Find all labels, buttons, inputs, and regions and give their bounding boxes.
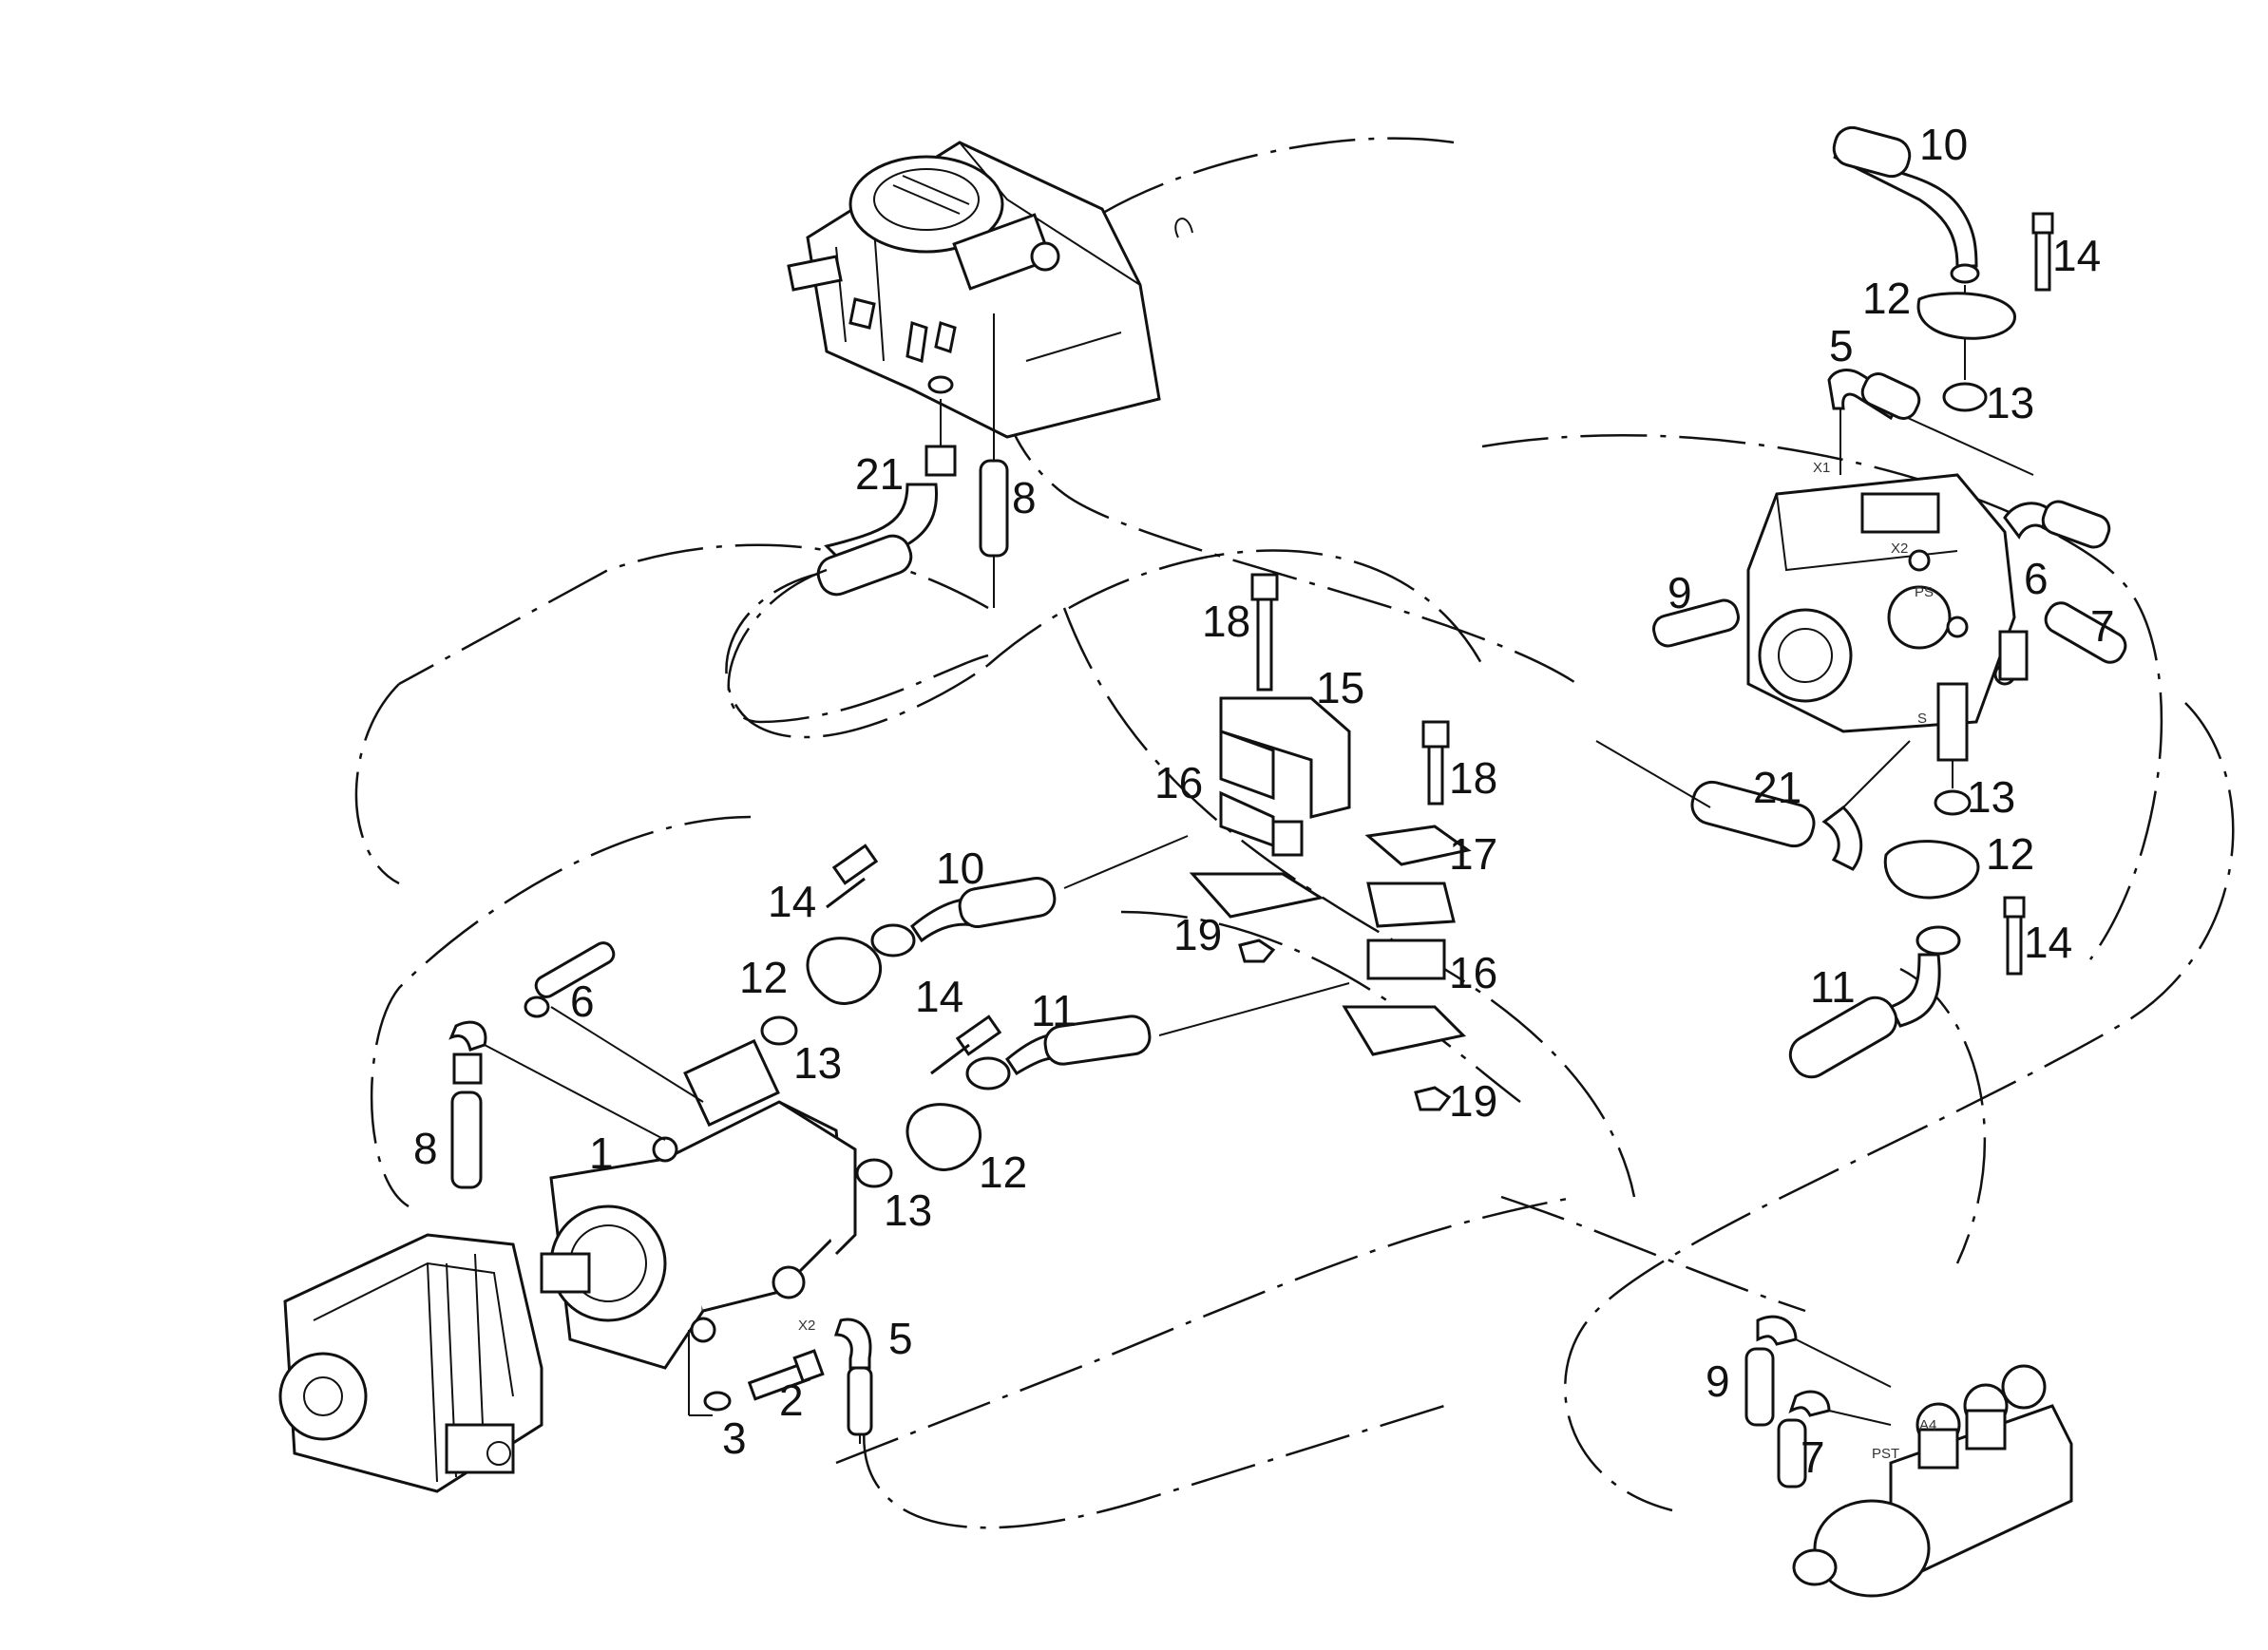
hose-5-left — [833, 1318, 873, 1444]
route-top-left-hose — [725, 568, 989, 739]
callout-14: 14 — [2024, 918, 2072, 967]
route-bottom-s — [1564, 702, 2235, 1512]
top-hoses — [727, 313, 1009, 724]
callout-12: 12 — [739, 953, 788, 1002]
callout-12: 12 — [979, 1147, 1027, 1197]
route-bottom-pipe — [863, 1404, 1445, 1529]
route-lower-left-diag — [1500, 1195, 1806, 1313]
callout-5: 5 — [888, 1314, 913, 1363]
right-pump: X1 X2 PS S — [1746, 460, 2016, 733]
callout-10: 10 — [936, 844, 984, 893]
port-label: PS — [1915, 584, 1934, 600]
callout-13: 13 — [884, 1185, 932, 1235]
callout-7: 7 — [2090, 601, 2115, 651]
callout-13: 13 — [1967, 772, 2015, 822]
left-flanges — [760, 835, 1350, 1188]
callout-17: 17 — [1449, 829, 1497, 879]
callout-10: 10 — [1919, 120, 1968, 169]
callout-8: 8 — [413, 1124, 438, 1173]
route-right-loop — [1481, 434, 2163, 960]
route-upper-curve — [987, 549, 1484, 666]
callout-6: 6 — [2024, 554, 2049, 603]
callout-16: 16 — [1449, 948, 1497, 997]
port-label: X2 — [798, 1318, 815, 1334]
right-pump-hoses — [1595, 125, 2127, 1079]
callout-12: 12 — [1986, 829, 2034, 879]
callout-8: 8 — [1012, 473, 1037, 522]
port-label: PST — [1872, 1446, 1899, 1462]
part-bolt-washer — [688, 1330, 825, 1416]
callout-21: 21 — [855, 449, 904, 499]
callout-3: 3 — [722, 1413, 747, 1463]
callout-13: 13 — [1986, 378, 2034, 427]
main-pump: X2 — [540, 1038, 857, 1370]
valve-block: A4 PST — [1744, 1315, 2073, 1598]
callout-14: 14 — [2052, 231, 2101, 280]
callout-labels: 1 2 3 5 5 6 6 7 7 8 8 9 9 10 10 11 11 12… — [413, 120, 2115, 1482]
port-label: X1 — [1813, 460, 1830, 476]
callout-1: 1 — [589, 1128, 614, 1178]
callout-9: 9 — [1668, 568, 1692, 617]
callout-19: 19 — [1173, 910, 1222, 959]
port-label: S — [1917, 711, 1927, 727]
callout-14: 14 — [768, 877, 816, 926]
callout-6: 6 — [570, 977, 595, 1026]
callout-15: 15 — [1316, 663, 1364, 712]
callout-9: 9 — [1706, 1356, 1730, 1406]
route-diagonal-mid — [835, 1195, 1578, 1465]
drive-gearbox — [278, 1233, 543, 1493]
callout-19: 19 — [1449, 1076, 1497, 1126]
callout-21: 21 — [1753, 763, 1801, 812]
callout-18: 18 — [1202, 597, 1250, 646]
callout-18: 18 — [1449, 753, 1497, 803]
route-mid-cross — [1062, 607, 1636, 1198]
callout-11: 11 — [1810, 962, 1856, 1012]
port-label: A4 — [1919, 1417, 1936, 1433]
hose-6-8-left — [448, 941, 704, 1189]
callout-2: 2 — [779, 1375, 804, 1425]
center-clamps — [1189, 573, 1472, 1111]
callout-7: 7 — [1801, 1432, 1825, 1482]
callout-16: 16 — [1154, 758, 1203, 807]
callout-13: 13 — [793, 1038, 842, 1088]
tank-valve-assembly — [787, 141, 1193, 439]
route-loop-left — [370, 815, 752, 1208]
callout-11: 11 — [1031, 986, 1077, 1035]
callout-12: 12 — [1862, 274, 1911, 323]
route-left-to-motor — [354, 683, 400, 885]
port-label: X2 — [1891, 541, 1908, 557]
callout-14: 14 — [915, 972, 963, 1021]
route-big-s-top — [997, 137, 1578, 686]
route-center-lower — [1120, 910, 1521, 1103]
route-loop-top-left — [398, 543, 989, 686]
callout-5: 5 — [1829, 321, 1854, 370]
